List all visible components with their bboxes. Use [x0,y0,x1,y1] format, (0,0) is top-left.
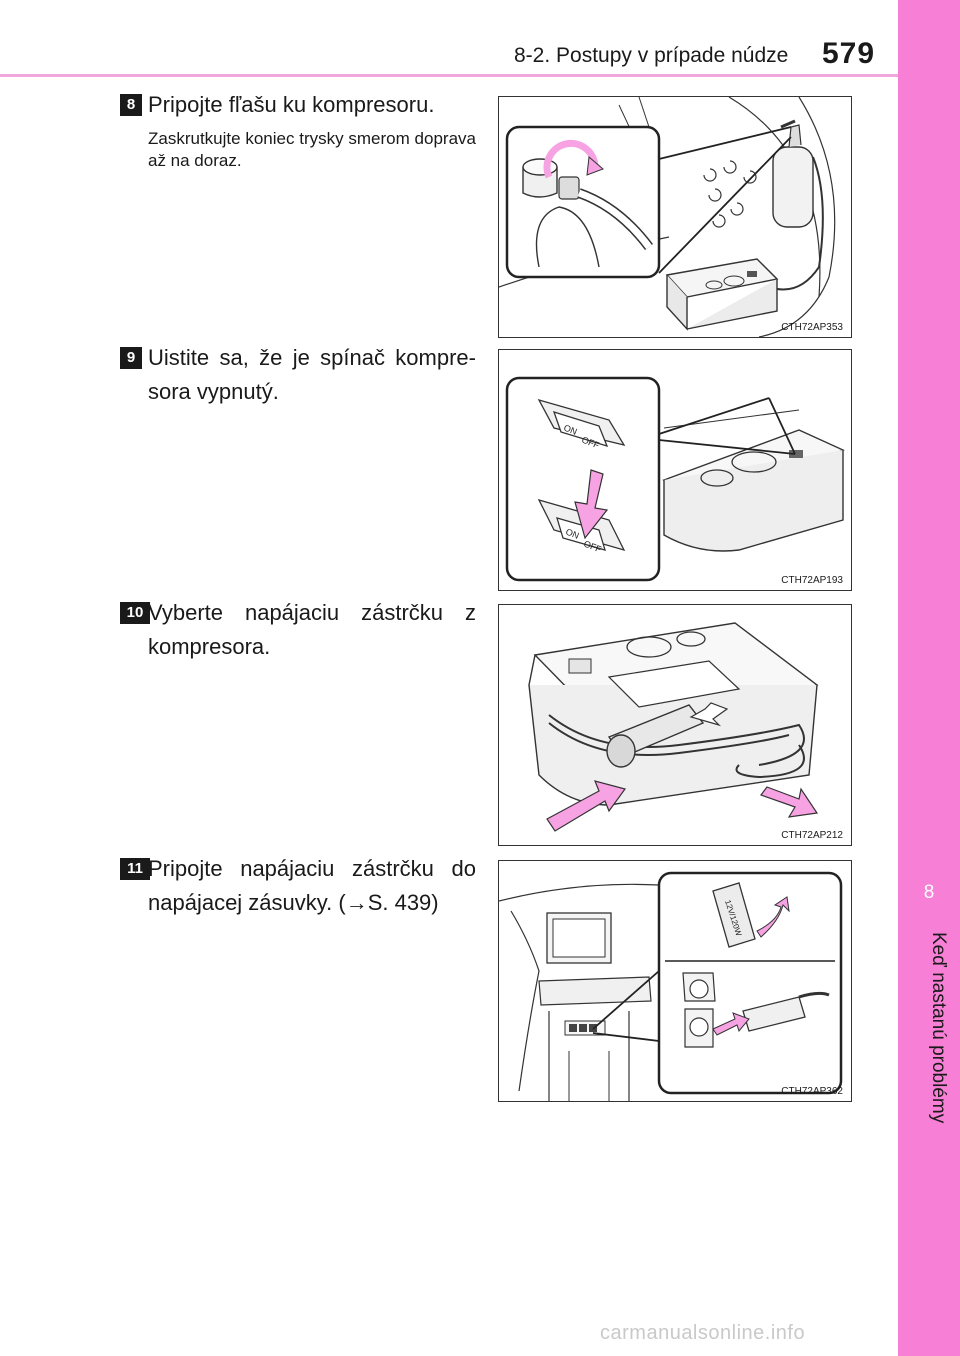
step-instruction: Pripojte fľašu ku kompresoru. [148,92,435,117]
step-instruction: Vyberte napájaciu zástrčku z kompresora. [148,600,476,659]
step-number-badge: 11 [120,858,150,880]
illustration-power-socket: 12V/120W [499,871,843,1101]
figure-remove-plug: CTH72AP212 [498,604,852,846]
illustration-compressor-switch: ON OFF ON OFF [505,376,845,582]
step-number-badge: 9 [120,347,142,369]
step-instruction: Uistite sa, že je spínač kompre-sora vyp… [148,345,476,404]
step-instruction: Pripojte napájaciu zástrčku do napájacej… [148,856,476,915]
section-title: 8-2. Postupy v prípade núdze [514,44,789,67]
figure-code: CTH72AP212 [781,830,843,841]
step-number-badge: 8 [120,94,142,116]
step-number-badge: 10 [120,602,150,624]
figure-bottle-to-compressor: CTH72AP353 [498,96,852,338]
chapter-title: Keď nastanú problémy [928,932,949,1124]
figure-switch-off: ON OFF ON OFF CTH72AP193 [498,349,852,591]
chapter-sidebar [898,0,960,1356]
page-number: 579 [822,37,876,70]
illustration-bottle-compressor [499,97,836,337]
chapter-number: 8 [923,882,935,903]
switch-on-label: ON [564,527,580,541]
figure-code: CTH72AP193 [781,575,843,586]
switch-on-label: ON [562,423,578,437]
illustration-remove-plug [528,622,819,832]
watermark: carmanualsonline.info [600,1322,806,1344]
figure-code: CTH72AP353 [781,322,843,333]
figure-code: CTH72AP362 [781,1086,843,1097]
step-note: Zaskrutkujte koniec trysky smerom doprav… [148,129,476,170]
figure-connect-plug: 12V/120W CTH72AP362 [498,860,852,1102]
header-rule [0,74,898,77]
